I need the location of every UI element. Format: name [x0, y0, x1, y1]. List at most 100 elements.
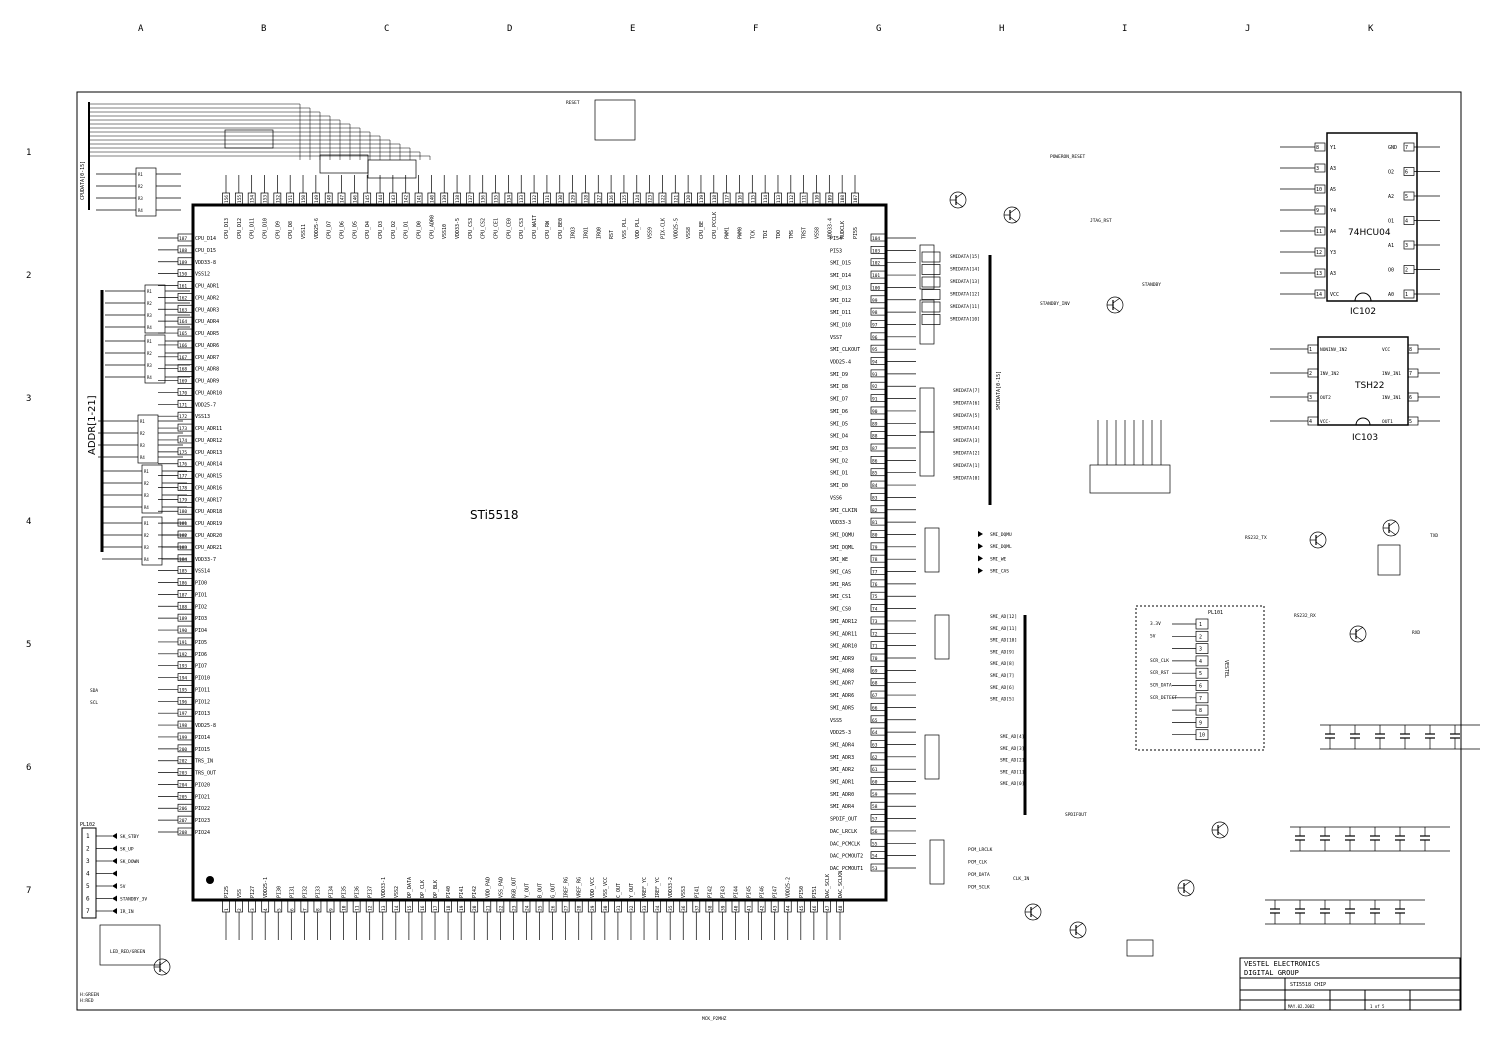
- pin-name: VSS9: [648, 227, 654, 239]
- pin-number: 103: [872, 248, 880, 254]
- pin-number: 202: [179, 759, 187, 765]
- net-label: SMI_AD[12]: [990, 614, 1017, 620]
- pin-number: 7: [86, 908, 90, 915]
- pin-number: 88: [872, 434, 878, 440]
- net-label: SMIDATA[0]: [953, 476, 980, 482]
- pin-number: 34: [655, 905, 661, 911]
- pin-name: CPU_ADR10: [195, 390, 222, 396]
- pin-number: 118: [712, 195, 718, 203]
- pin-number: 138: [455, 195, 461, 203]
- pin-name: Y_OUT: [524, 883, 530, 898]
- grid-column-label: J: [1245, 24, 1250, 34]
- pin-box: [870, 727, 886, 736]
- pin-number: 192: [179, 652, 187, 658]
- resistor-pin: R4: [147, 325, 152, 330]
- pin-name: A3: [1330, 166, 1336, 172]
- pin-number: 73: [872, 619, 878, 625]
- grid-row-label: 6: [26, 763, 31, 773]
- pin-box: [870, 628, 886, 637]
- pin-name: OUT2: [1320, 395, 1331, 401]
- pin-name: CPU_D10: [263, 218, 269, 239]
- pin-name: CPU_CS3: [468, 218, 474, 239]
- pin-number: 129: [571, 195, 577, 203]
- resistor-pin: R3: [140, 443, 145, 448]
- resistor-networks-left: R1R2R3R4R1R2R3R4R1R2R3R4R1R2R3R4R1R2R3R4…: [96, 167, 190, 566]
- pin-number: 7: [302, 908, 308, 911]
- pin-name: NONINV_IN2: [1320, 347, 1347, 353]
- pin-box: [870, 814, 886, 822]
- pin-name: VSS13: [195, 414, 210, 420]
- pin-name: VDD33-2: [668, 877, 674, 898]
- pin-box: [870, 777, 886, 785]
- misc-circuitry: RESETJTAG_RSTPOWERON_RESETSTANDBYSTANDBY…: [80, 99, 1480, 1022]
- pin-number: 4: [263, 908, 269, 911]
- pin-number: 99: [872, 298, 878, 304]
- pin-name: TRS_OUT: [195, 771, 216, 777]
- grid-column-label: C: [384, 24, 389, 34]
- pin-name: PI55: [853, 227, 859, 239]
- pin-number: 54: [872, 854, 878, 860]
- wire: [1183, 880, 1192, 887]
- pin-number: 194: [179, 676, 187, 682]
- pin-name: SMI_WE: [830, 557, 848, 563]
- pin-name: INV_IN1: [1382, 395, 1401, 401]
- pin-name: PI42: [472, 886, 478, 898]
- pin-box: [870, 295, 886, 304]
- pin-name: CPU_CE0: [506, 218, 512, 239]
- pin-number: 4: [1405, 219, 1408, 225]
- pin-number: 22: [498, 905, 504, 911]
- resistor-network: [919, 244, 935, 290]
- net-label: SCR_DATA: [1150, 683, 1172, 689]
- pin-name: CPU_ADR12: [195, 438, 222, 444]
- pin-name: VDD33-8: [195, 260, 216, 266]
- grid-column-label: H: [999, 24, 1004, 34]
- pin-name: IRQ0: [596, 227, 602, 239]
- title-sheet: 1 of 5: [1370, 1004, 1385, 1009]
- pin-box: [870, 863, 886, 872]
- pin-number: 182: [179, 533, 187, 539]
- net-label: SPDIFOUT: [1065, 812, 1087, 818]
- pin-name: DAC_PCMCLK: [830, 841, 860, 847]
- pin-number: 156: [224, 195, 230, 203]
- pin-name: PI45: [747, 886, 753, 898]
- pin-number: 174: [179, 438, 187, 444]
- pin-name: CPU_ADR17: [195, 497, 222, 503]
- pin-box: [177, 744, 193, 753]
- pin-name: VCC: [1330, 292, 1339, 298]
- pin-box: [177, 637, 193, 646]
- pin-name: SMI_CLKOUT: [830, 347, 860, 353]
- pin-name: TRS_IN: [195, 759, 213, 765]
- pin-number: 205: [179, 794, 187, 800]
- pin-name: PIO12: [195, 699, 210, 705]
- pin-name: DAC_PCMOUT2: [830, 854, 863, 860]
- net-label: SMI_AD[8]: [990, 661, 1014, 667]
- pin-name: VSS_VCC: [603, 877, 609, 898]
- pin-number: 10: [1316, 187, 1322, 193]
- wire: [1030, 913, 1039, 920]
- smi-bus-label: SMIDATA[0-15]: [996, 371, 1002, 410]
- pin-name: PIO15: [195, 747, 210, 753]
- pin-number: 4: [86, 871, 90, 878]
- pin-name: CPU_ADR21: [195, 545, 222, 551]
- pin-number: 16: [420, 905, 426, 911]
- pin-box: [870, 678, 886, 687]
- resistor-network-cell: [921, 276, 941, 288]
- pin-number: 37: [694, 905, 700, 911]
- pin-box: [177, 732, 193, 741]
- pin-number: 179: [179, 497, 187, 503]
- net-label: RS232_RX: [1294, 613, 1316, 619]
- resistor-pin: R1: [138, 172, 143, 177]
- pin-number: 102: [872, 261, 880, 267]
- pin-name: SMI_D9: [830, 372, 848, 378]
- pin-number: 30: [603, 905, 609, 911]
- net-label: SMIDATA[10]: [950, 317, 980, 323]
- pin-box: [177, 459, 193, 468]
- pin-name: PI53: [830, 248, 842, 254]
- pin-number: 80: [872, 532, 878, 538]
- pin-number: 162: [179, 295, 187, 301]
- pin-name: SMI_ADR1: [830, 780, 854, 786]
- pin-number: 180: [179, 509, 187, 515]
- pin-name: A3: [1330, 271, 1336, 277]
